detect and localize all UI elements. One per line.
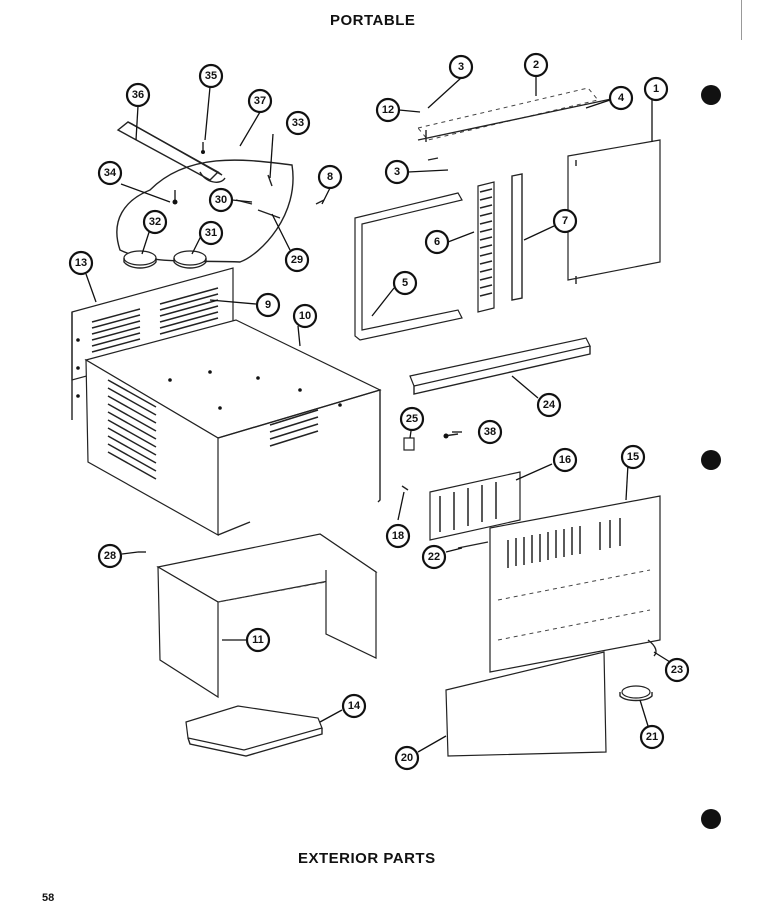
callout-31: 31: [198, 220, 224, 246]
callout-label: 8: [327, 171, 333, 183]
base-pan: [156, 533, 378, 699]
callout-25: 25: [399, 406, 425, 432]
page-title: PORTABLE: [330, 12, 416, 29]
callout-label: 33: [292, 117, 304, 129]
cabinet-shell: [84, 319, 382, 537]
binder-hole: [701, 450, 721, 470]
callout-label: 21: [646, 731, 658, 743]
callout-18: 18: [385, 523, 411, 549]
callout-label: 25: [406, 413, 418, 425]
callout-38: 38: [477, 419, 503, 445]
callout-label: 18: [392, 530, 404, 542]
callout-label: 16: [559, 454, 571, 466]
callout-label: 35: [205, 70, 217, 82]
binder-hole: [701, 85, 721, 105]
callout-label: 34: [104, 167, 117, 179]
callout-label: 5: [402, 277, 408, 289]
callout-37: 37: [247, 88, 273, 114]
window-frame-parts: [354, 87, 661, 341]
callout-24: 24: [536, 392, 562, 418]
callout-label: 15: [627, 451, 639, 463]
callout-30: 30: [208, 187, 234, 213]
callout-12: 12: [375, 97, 401, 123]
callout-label: 38: [484, 426, 496, 438]
callout-label: 6: [434, 236, 440, 248]
callout-29: 29: [284, 247, 310, 273]
callout-label: 2: [533, 59, 539, 71]
callout-28: 28: [97, 543, 123, 569]
callout-label: 28: [104, 550, 116, 562]
callout-label: 4: [618, 92, 625, 104]
callout-label: 31: [205, 227, 217, 239]
callout-label: 3: [394, 166, 400, 178]
rear-grille-panel: [71, 267, 234, 420]
callout-label: 24: [543, 399, 556, 411]
callout-1: 1: [643, 76, 669, 102]
callout-label: 32: [149, 216, 161, 228]
callout-34: 34: [97, 160, 123, 186]
callout-label: 37: [254, 95, 266, 107]
callout-33: 33: [285, 110, 311, 136]
callout-20: 20: [394, 745, 420, 771]
support-rail: [409, 337, 591, 395]
callout-14: 14: [341, 693, 367, 719]
callout-10: 10: [292, 303, 318, 329]
callout-4: 4: [608, 85, 634, 111]
callout-label: 36: [132, 89, 144, 101]
callout-6: 6: [424, 229, 450, 255]
callout-32: 32: [142, 209, 168, 235]
callout-5: 5: [392, 270, 418, 296]
callout-7: 7: [552, 208, 578, 234]
callout-label: 1: [653, 83, 659, 95]
callout-label: 9: [265, 299, 271, 311]
callout-2: 2: [523, 52, 549, 78]
callout-36: 36: [125, 82, 151, 108]
callout-8: 8: [317, 164, 343, 190]
callout-15: 15: [620, 444, 646, 470]
callout-label: 3: [458, 61, 464, 73]
handle-assembly: [116, 121, 294, 269]
callout-35: 35: [198, 63, 224, 89]
small-hardware: [138, 199, 459, 553]
callout-11: 11: [245, 627, 271, 653]
section-title: EXTERIOR PARTS: [298, 850, 436, 867]
callout-22: 22: [421, 544, 447, 570]
callout-label: 7: [562, 215, 568, 227]
callout-label: 20: [401, 752, 413, 764]
callout-3-mid: 3: [384, 159, 410, 185]
callout-21: 21: [639, 724, 665, 750]
callout-16: 16: [552, 447, 578, 473]
callout-3-top: 3: [448, 54, 474, 80]
callout-label: 30: [215, 194, 227, 206]
page-edge-line: [741, 0, 742, 40]
callout-label: 29: [291, 254, 303, 266]
callout-label: 22: [428, 551, 440, 563]
page-number: 58: [42, 892, 55, 904]
callout-9: 9: [255, 292, 281, 318]
callout-label: 10: [299, 310, 311, 322]
leader-lines: [85, 76, 671, 753]
callout-13: 13: [68, 250, 94, 276]
drain-tray: [185, 705, 323, 757]
callout-label: 14: [348, 700, 361, 712]
callout-label: 11: [252, 634, 264, 646]
callout-23: 23: [664, 657, 690, 683]
callout-label: 13: [75, 257, 87, 269]
callout-label: 23: [671, 664, 683, 676]
callout-label: 12: [382, 104, 394, 116]
binder-hole: [701, 809, 721, 829]
front-panel: [429, 471, 661, 757]
